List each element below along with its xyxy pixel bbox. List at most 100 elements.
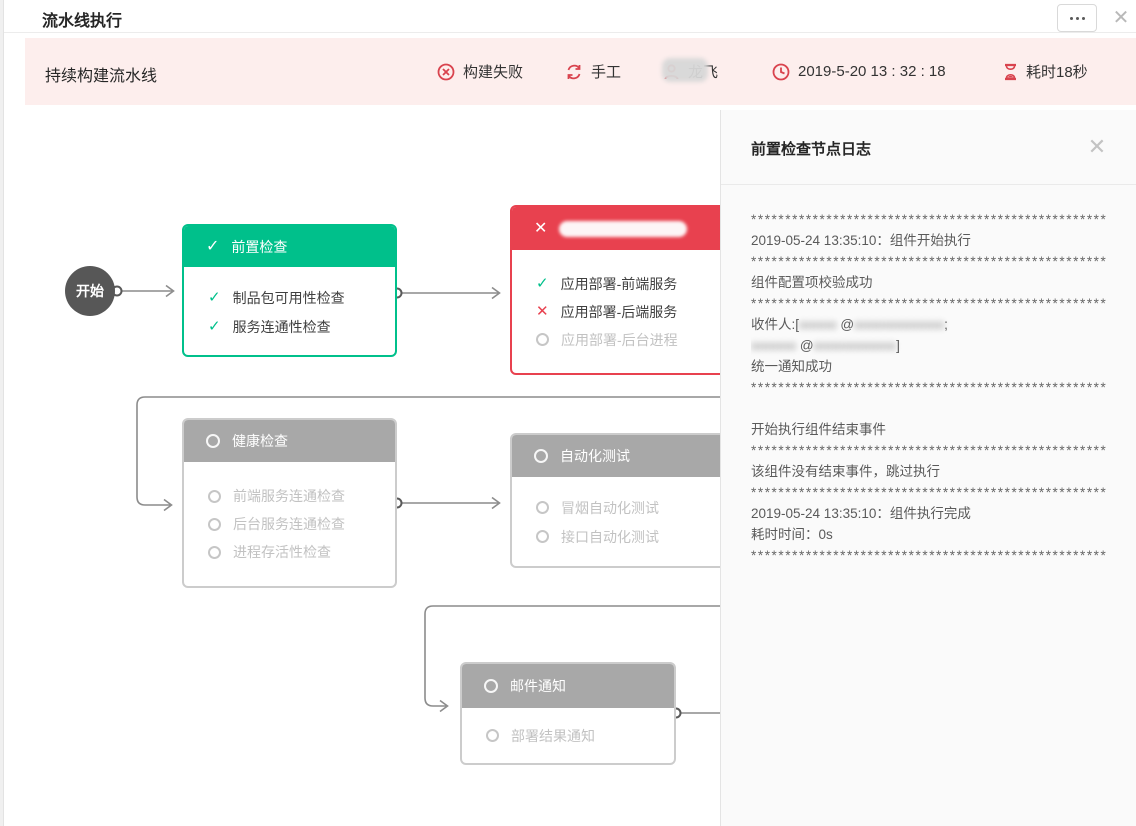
build-time-value: 2019-5-20 13 : 32 : 18 bbox=[798, 63, 946, 80]
log-line: oooooo @ooooooooooo] bbox=[751, 338, 900, 353]
redaction-blob bbox=[662, 58, 708, 82]
node-item-label: 服务连通性检查 bbox=[232, 318, 331, 335]
node-item[interactable]: ✕ 应用部署-后端服务 bbox=[512, 302, 738, 322]
start-node[interactable]: 开始 bbox=[65, 266, 115, 316]
pending-circle-icon bbox=[208, 545, 221, 559]
node-item-label: 冒烟自动化测试 bbox=[561, 499, 659, 516]
redacted-text: ooooo bbox=[799, 317, 837, 332]
node-deploy[interactable]: ✕ ✓ 应用部署-前端服务 ✕ 应用部署-后端服务 应用部署-后台进程 bbox=[510, 205, 740, 375]
node-item[interactable]: 前端服务连通检查 bbox=[184, 486, 395, 506]
window-close-icon[interactable]: ✕ bbox=[1112, 6, 1130, 29]
node-item-label: 应用部署-前端服务 bbox=[560, 275, 678, 292]
build-result: 构建失败 bbox=[437, 38, 523, 105]
node-health-check-header[interactable]: 健康检查 bbox=[184, 420, 395, 462]
log-line: ****************************************… bbox=[751, 212, 1108, 227]
node-item[interactable]: ✓ 服务连通性检查 bbox=[184, 317, 395, 337]
dot-icon bbox=[1075, 16, 1079, 20]
log-line: ****************************************… bbox=[751, 548, 1108, 563]
redacted-text: ooooooooooo bbox=[813, 338, 897, 353]
hourglass-icon bbox=[1005, 63, 1016, 80]
check-icon: ✓ bbox=[536, 275, 549, 292]
log-line: 耗时时间：0s bbox=[751, 527, 833, 542]
log-panel-title: 前置检查节点日志 bbox=[751, 141, 872, 158]
log-line: 开始执行组件结束事件 bbox=[751, 422, 886, 437]
log-line: ****************************************… bbox=[751, 254, 1108, 269]
log-line: ****************************************… bbox=[751, 296, 1108, 311]
pending-circle-icon bbox=[486, 729, 499, 742]
log-line: 收件人:[ooooo @oooooooooooo; bbox=[751, 317, 948, 332]
check-icon: ✓ bbox=[206, 237, 220, 255]
page-title: 流水线执行 bbox=[42, 13, 123, 30]
log-line: ****************************************… bbox=[751, 380, 1108, 395]
cross-icon: ✕ bbox=[534, 219, 548, 237]
executor: 龙飞 bbox=[662, 38, 718, 105]
manual-trigger-icon bbox=[567, 64, 581, 79]
dot-icon bbox=[1081, 16, 1085, 20]
log-line: 组件配置项校验成功 bbox=[751, 275, 873, 290]
log-content: ****************************************… bbox=[721, 185, 1136, 566]
node-title: 健康检查 bbox=[232, 433, 288, 449]
trigger-label: 手工 bbox=[591, 64, 622, 81]
build-duration-label: 耗时18秒 bbox=[1026, 64, 1088, 81]
pipeline-name: 持续构建流水线 bbox=[45, 68, 158, 85]
build-duration: 耗时18秒 bbox=[1003, 38, 1088, 105]
node-item-label: 应用部署-后端服务 bbox=[560, 303, 678, 320]
clock-icon bbox=[772, 63, 790, 80]
node-health-check[interactable]: 健康检查 前端服务连通检查 后台服务连通检查 进程存活性检查 bbox=[182, 418, 397, 588]
redacted-title-blob bbox=[559, 220, 688, 237]
pending-circle-icon bbox=[536, 333, 549, 346]
node-item[interactable]: 部署结果通知 bbox=[462, 726, 674, 746]
redacted-text: oooooo bbox=[751, 338, 797, 353]
node-deploy-header[interactable]: ✕ bbox=[512, 207, 738, 250]
node-mail-notify[interactable]: 邮件通知 部署结果通知 bbox=[460, 662, 676, 765]
build-failed-icon bbox=[437, 63, 455, 80]
node-title: 自动化测试 bbox=[560, 448, 630, 464]
log-line: ****************************************… bbox=[751, 485, 1108, 500]
redacted-text: oooooooooooo bbox=[854, 317, 945, 332]
node-item-label: 应用部署-后台进程 bbox=[561, 331, 678, 348]
node-item-label: 接口自动化测试 bbox=[561, 528, 659, 545]
log-panel-close-icon[interactable]: ✕ bbox=[1087, 134, 1107, 159]
pending-circle-icon bbox=[206, 434, 220, 448]
build-result-label: 构建失败 bbox=[463, 64, 524, 81]
check-icon: ✓ bbox=[208, 318, 221, 335]
node-item-label: 后台服务连通检查 bbox=[233, 516, 345, 532]
page-left-edge bbox=[0, 0, 4, 826]
log-panel: 前置检查节点日志 ✕ *****************************… bbox=[720, 110, 1136, 826]
build-status-bar: 持续构建流水线 构建失败 手工 龙飞 2019-5-20 1 bbox=[25, 38, 1136, 105]
trigger-type: 手工 bbox=[565, 38, 621, 105]
log-panel-header: 前置检查节点日志 ✕ bbox=[721, 110, 1136, 185]
node-auto-test-header[interactable]: 自动化测试 bbox=[512, 435, 738, 477]
start-node-label: 开始 bbox=[76, 283, 104, 299]
node-title: 前置检查 bbox=[231, 238, 288, 255]
pending-circle-icon bbox=[484, 679, 498, 693]
log-line: 统一通知成功 bbox=[751, 359, 832, 374]
node-item[interactable]: ✓ 制品包可用性检查 bbox=[184, 288, 395, 308]
node-item[interactable]: 冒烟自动化测试 bbox=[512, 498, 738, 518]
cross-icon: ✕ bbox=[536, 303, 549, 320]
node-item[interactable]: 应用部署-后台进程 bbox=[512, 330, 738, 350]
pending-circle-icon bbox=[208, 489, 221, 503]
node-item[interactable]: 进程存活性检查 bbox=[184, 542, 395, 562]
build-time: 2019-5-20 13 : 32 : 18 bbox=[772, 38, 946, 105]
node-item-label: 制品包可用性检查 bbox=[232, 289, 345, 306]
node-pre-check-header[interactable]: ✓ 前置检查 bbox=[184, 226, 395, 267]
node-pre-check[interactable]: ✓ 前置检查 ✓ 制品包可用性检查 ✓ 服务连通性检查 bbox=[182, 224, 397, 357]
node-auto-test[interactable]: 自动化测试 冒烟自动化测试 接口自动化测试 bbox=[510, 433, 740, 568]
pending-circle-icon bbox=[208, 517, 221, 531]
pending-circle-icon bbox=[534, 449, 548, 463]
node-item[interactable]: 接口自动化测试 bbox=[512, 527, 738, 547]
node-item[interactable]: ✓ 应用部署-前端服务 bbox=[512, 274, 738, 294]
window-header: 流水线执行 ✕ bbox=[4, 0, 1136, 33]
log-line: 2019-05-24 13:35:10：组件执行完成 bbox=[751, 506, 971, 521]
log-line bbox=[751, 398, 1112, 419]
more-options-button[interactable] bbox=[1057, 4, 1097, 32]
executor-name: 龙飞 bbox=[662, 58, 718, 82]
node-item-label: 前端服务连通检查 bbox=[233, 488, 345, 504]
node-item[interactable]: 后台服务连通检查 bbox=[184, 514, 395, 534]
node-item-label: 进程存活性检查 bbox=[233, 544, 331, 560]
pending-circle-icon bbox=[536, 501, 549, 514]
node-mail-notify-header[interactable]: 邮件通知 bbox=[462, 664, 674, 708]
log-line: 该组件没有结束事件，跳过执行 bbox=[751, 464, 940, 479]
check-icon: ✓ bbox=[208, 289, 221, 306]
